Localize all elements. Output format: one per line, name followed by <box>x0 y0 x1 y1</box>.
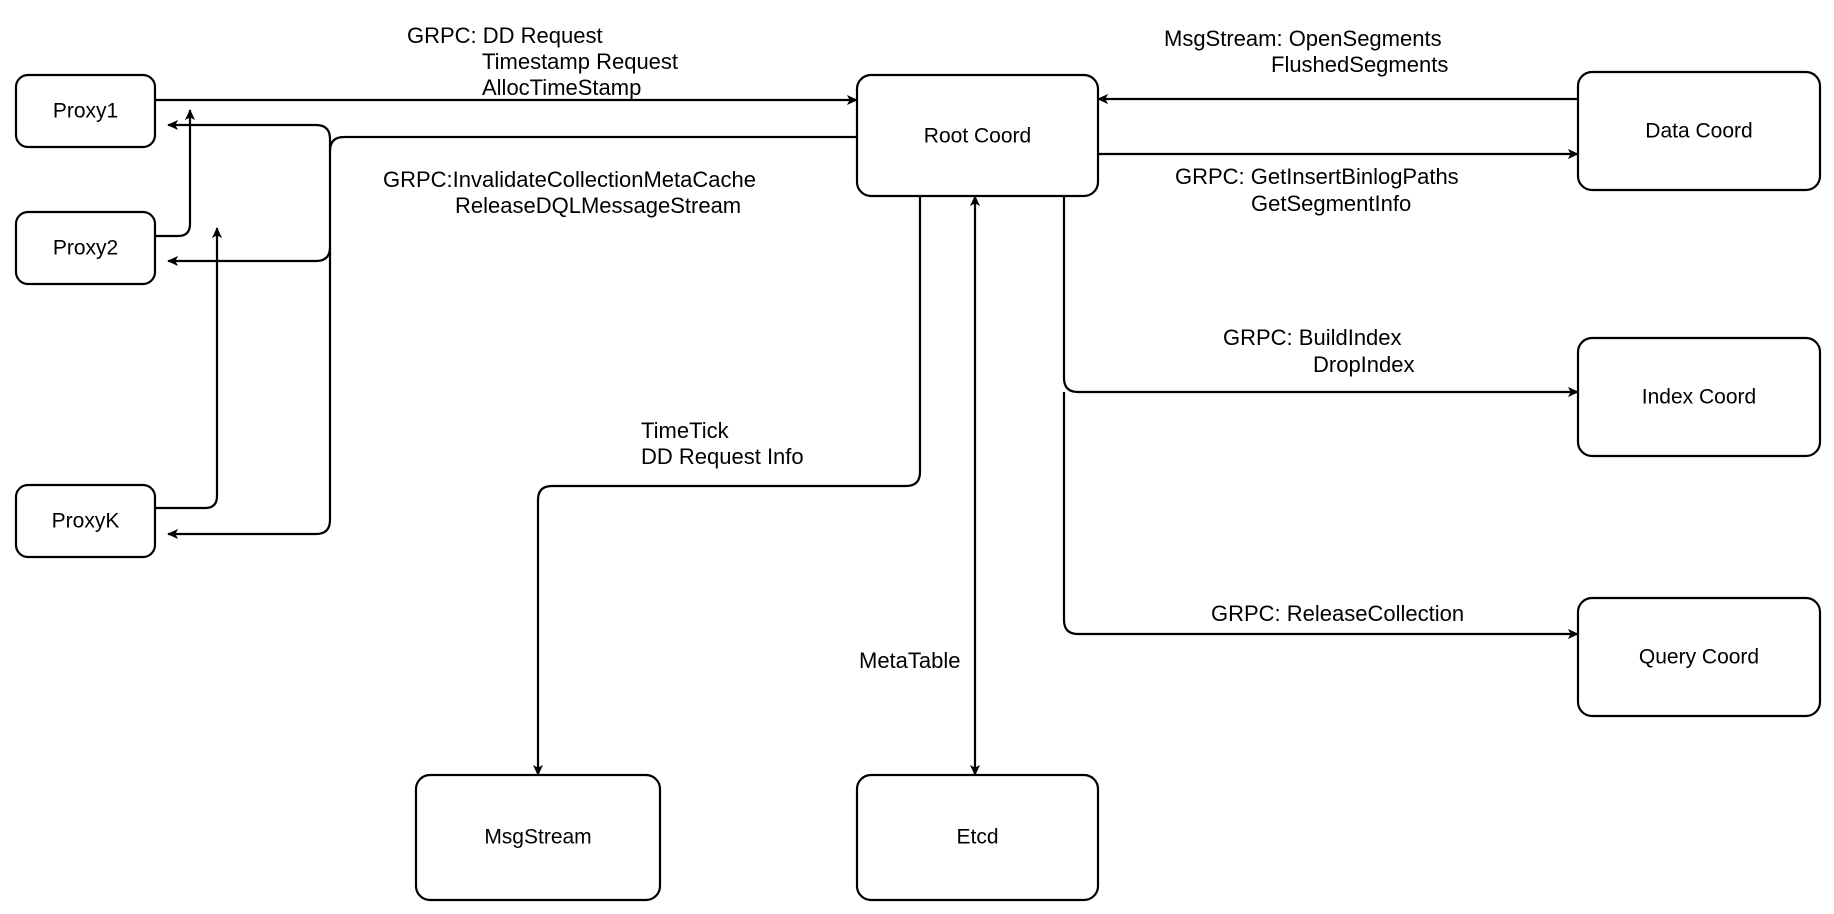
node-proxy2[interactable]: Proxy2 <box>14 210 157 286</box>
edge-label-line: GRPC:InvalidateCollectionMetaCache <box>383 167 756 192</box>
edge-label-line: AllocTimeStamp <box>482 75 641 100</box>
node-rootcoord-rect[interactable] <box>855 73 1100 198</box>
node-datacoord[interactable]: Data Coord <box>1576 70 1822 192</box>
node-querycoord-rect[interactable] <box>1576 596 1822 718</box>
node-datacoord-label: Data Coord <box>1645 120 1752 143</box>
edge-label-root-to-msgstream: TimeTick DD Request Info <box>641 418 804 469</box>
node-etcd-label: Etcd <box>956 826 998 849</box>
node-msgstream-label: MsgStream <box>484 826 591 849</box>
edge-label-root-to-querycoord: GRPC: ReleaseCollection <box>1211 601 1464 626</box>
node-indexcoord-rect[interactable] <box>1576 336 1822 458</box>
edge-label-line: GRPC: DD Request <box>407 23 603 48</box>
edge-rootcoord-to-proxy2 <box>167 246 332 267</box>
edge-label-root-to-datacoord: GRPC: GetInsertBinlogPaths GetSegmentInf… <box>1175 164 1459 216</box>
edge-label-line: TimeTick <box>641 418 730 443</box>
node-indexcoord-label: Index Coord <box>1642 386 1756 409</box>
edge-proxyk-riser <box>155 227 223 510</box>
edge-label-root-to-indexcoord: GRPC: BuildIndex DropIndex <box>1223 325 1415 377</box>
node-rootcoord-label: Root Coord <box>924 125 1031 148</box>
node-querycoord-label: Query Coord <box>1639 646 1759 669</box>
edge-label-line: FlushedSegments <box>1271 52 1448 77</box>
edge-rootcoord-to-querycoord <box>1062 392 1579 640</box>
edge-label-root-to-proxy: GRPC:InvalidateCollectionMetaCache Relea… <box>383 167 756 218</box>
edge-label-line: GRPC: ReleaseCollection <box>1211 601 1464 626</box>
node-rootcoord[interactable]: Root Coord <box>855 73 1100 198</box>
edge-proxy2-riser <box>155 109 196 238</box>
node-msgstream[interactable]: MsgStream <box>414 773 662 902</box>
node-proxy1-label: Proxy1 <box>53 100 118 123</box>
edge-label-line: MetaTable <box>859 648 961 673</box>
edge-label-line: GRPC: GetInsertBinlogPaths <box>1175 164 1459 189</box>
node-proxyk[interactable]: ProxyK <box>14 483 157 559</box>
node-proxyk-label: ProxyK <box>52 510 120 533</box>
edge-label-datacoord-to-root: MsgStream: OpenSegments FlushedSegments <box>1164 26 1448 77</box>
node-indexcoord[interactable]: Index Coord <box>1576 336 1822 458</box>
node-proxy1-rect[interactable] <box>14 73 157 149</box>
edge-label-root-to-etcd: MetaTable <box>859 648 961 673</box>
node-proxy2-label: Proxy2 <box>53 237 118 260</box>
node-querycoord[interactable]: Query Coord <box>1576 596 1822 718</box>
node-etcd[interactable]: Etcd <box>855 773 1100 902</box>
node-proxyk-rect[interactable] <box>14 483 157 559</box>
nodes-layer: Proxy1 Proxy2 ProxyK Root Coord Data Coo… <box>14 70 1822 902</box>
edge-label-line: ReleaseDQLMessageStream <box>455 193 741 218</box>
node-etcd-rect[interactable] <box>855 773 1100 902</box>
edge-rootcoord-fanout-trunk <box>167 135 857 540</box>
edge-label-line: GetSegmentInfo <box>1251 191 1411 216</box>
edge-rootcoord-to-msgstream <box>532 196 922 776</box>
node-proxy2-rect[interactable] <box>14 210 157 286</box>
edges-layer <box>155 93 1579 776</box>
edge-rootcoord-to-indexcoord <box>1062 196 1579 398</box>
edge-labels-layer: GRPC: DD Request Timestamp Request Alloc… <box>383 23 1464 673</box>
node-msgstream-rect[interactable] <box>414 773 662 902</box>
edge-rootcoord-to-proxy1 <box>167 119 332 151</box>
edge-label-proxy-to-root: GRPC: DD Request Timestamp Request Alloc… <box>407 23 678 100</box>
node-proxy1[interactable]: Proxy1 <box>14 73 157 149</box>
edge-label-line: DD Request Info <box>641 444 804 469</box>
edge-label-line: DropIndex <box>1313 352 1415 377</box>
node-datacoord-rect[interactable] <box>1576 70 1822 192</box>
edge-label-line: Timestamp Request <box>482 49 678 74</box>
edge-label-line: MsgStream: OpenSegments <box>1164 26 1442 51</box>
edge-label-line: GRPC: BuildIndex <box>1223 325 1402 350</box>
